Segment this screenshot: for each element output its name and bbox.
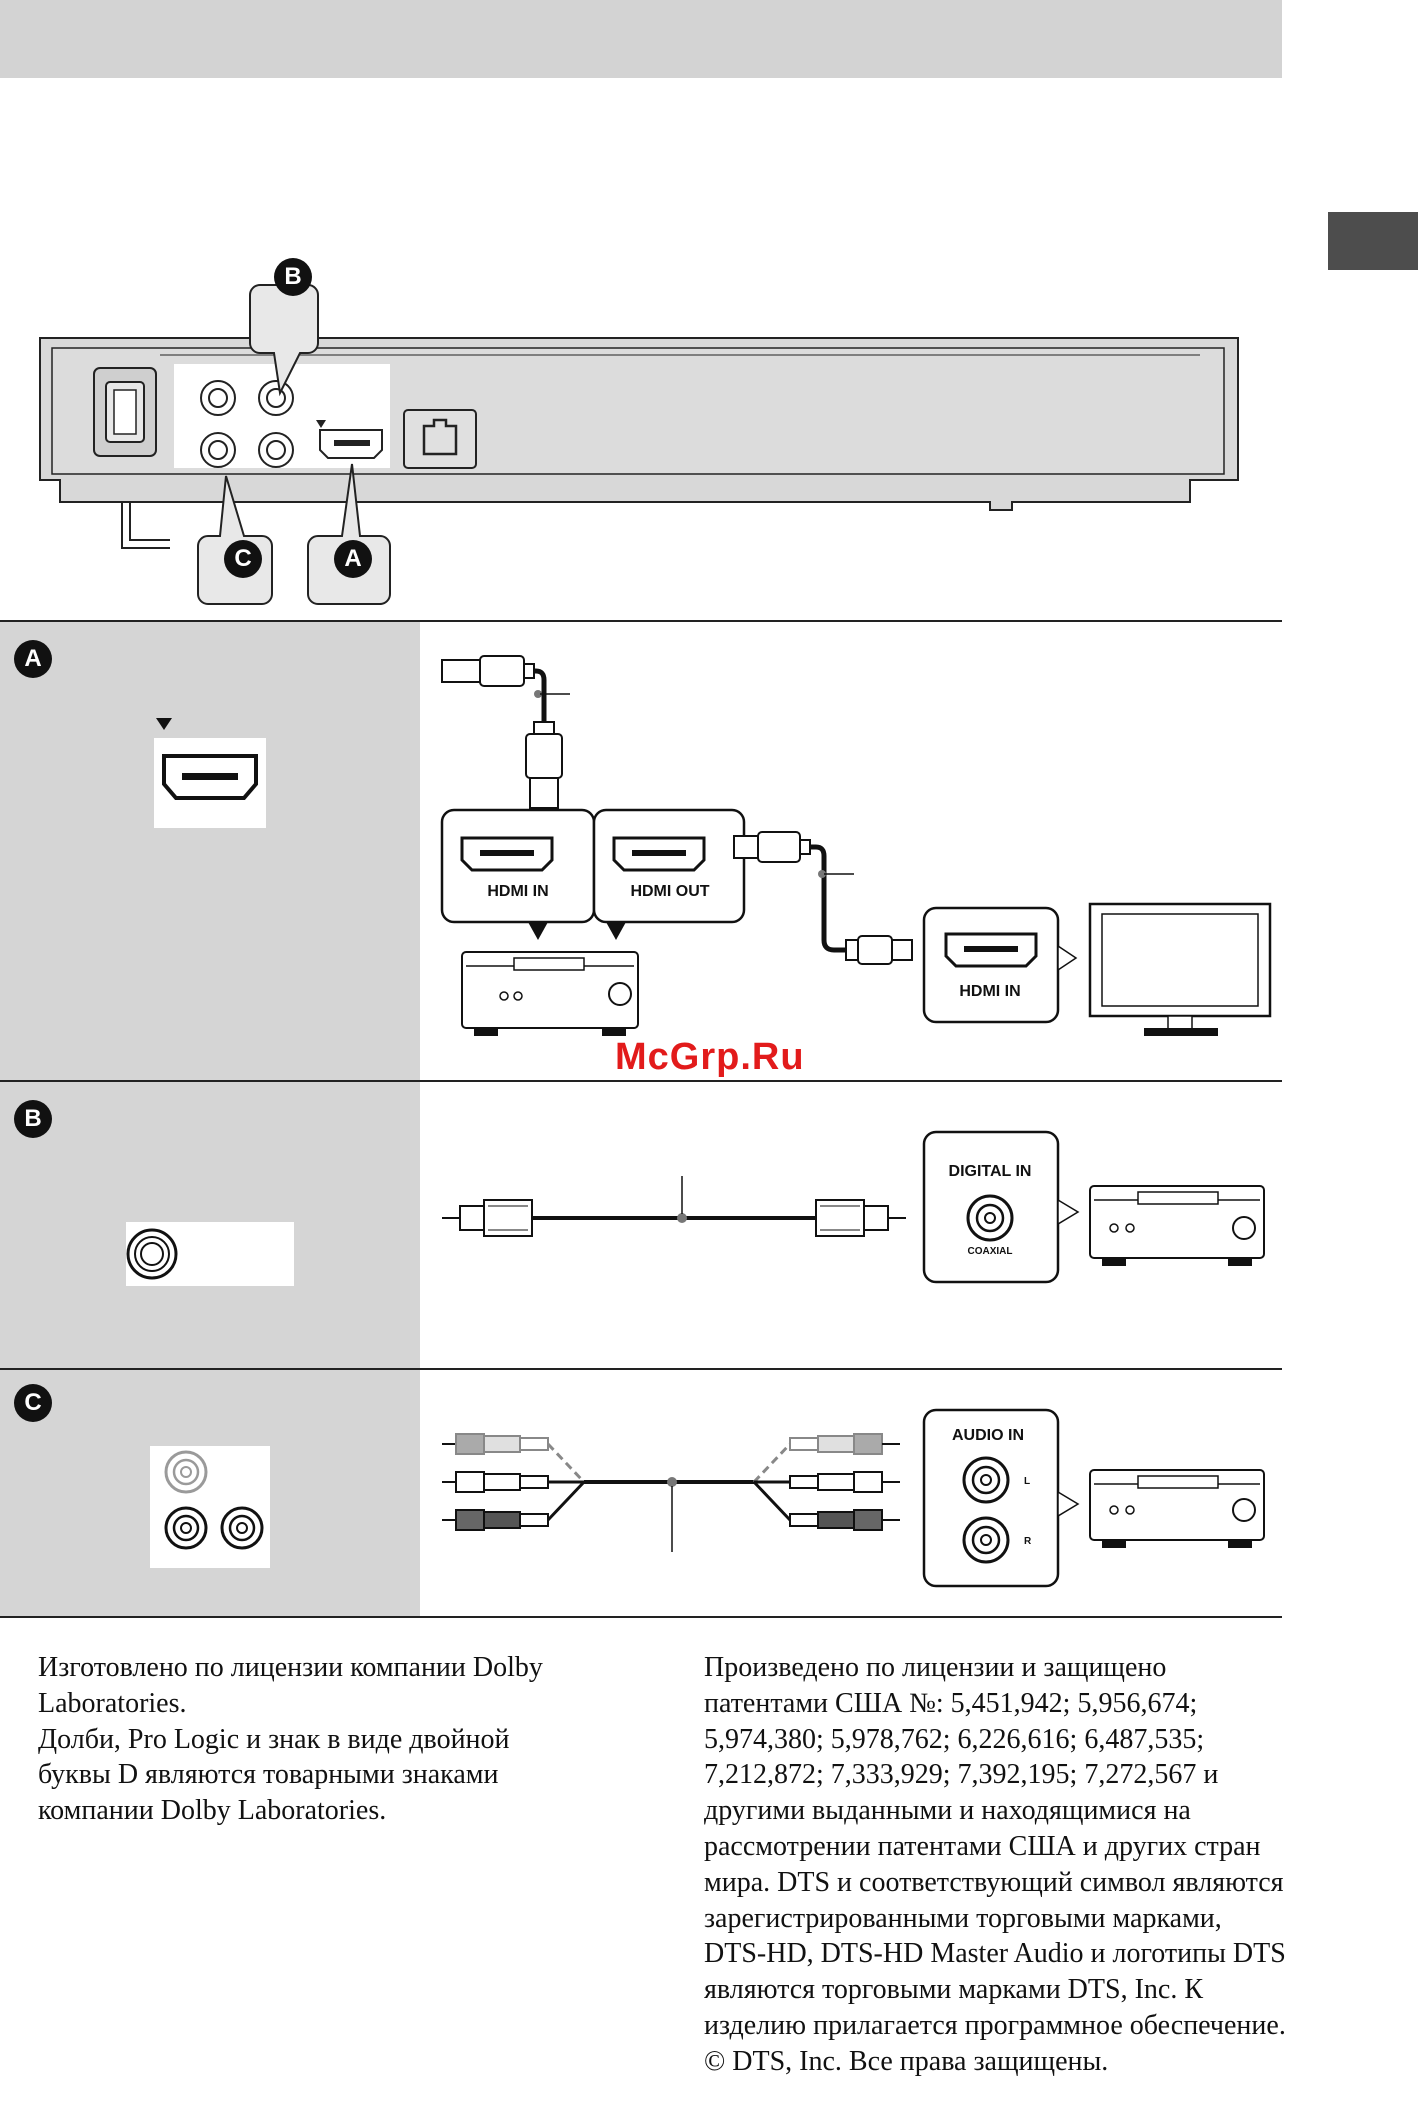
receiver-hdmi-in-label: HDMI IN xyxy=(487,883,548,900)
section-a-left: A xyxy=(0,622,420,1080)
divider-c-bottom xyxy=(0,1616,1282,1618)
callout-badge-c: C xyxy=(224,540,262,578)
section-b-left: B xyxy=(0,1082,420,1368)
dts-notice-text: Произведено по лицензии и защищено патен… xyxy=(704,1652,1286,2077)
dolby-notice-line-1: Изготовлено по лицензии компании Dolby L… xyxy=(38,1652,543,1719)
hdmi-connection-diagram: HDMI IN HDMI OUT HDMI IN xyxy=(440,655,1272,1036)
section-badge-c: C xyxy=(14,1384,52,1422)
audio-left-label: L xyxy=(1024,1476,1030,1487)
coaxial-jack-detail xyxy=(126,1222,294,1286)
tv-hdmi-in-label: HDMI IN xyxy=(959,983,1020,1000)
hdmi-port-detail xyxy=(154,718,266,828)
dolby-notice-line-2: Долби, Pro Logic и знак в виде двойной б… xyxy=(38,1723,510,1827)
section-tab xyxy=(1328,212,1418,270)
receiver-hdmi-out-label: HDMI OUT xyxy=(630,883,709,900)
audio-right-label: R xyxy=(1024,1536,1032,1547)
audio-in-label: AUDIO IN xyxy=(952,1427,1024,1444)
divider-c-top xyxy=(0,1368,1282,1370)
section-badge-a: A xyxy=(14,640,52,678)
callout-badge-b: B xyxy=(274,258,312,296)
divider-b-top xyxy=(0,1080,1282,1082)
coaxial-label: COAXIAL xyxy=(968,1246,1013,1257)
analog-audio-connection-diagram: AUDIO IN L R xyxy=(442,1408,1265,1588)
section-badge-b: B xyxy=(14,1100,52,1138)
dolby-notice: Изготовлено по лицензии компании Dolby L… xyxy=(38,1650,568,1829)
header-band xyxy=(0,0,1282,78)
section-c-left: C xyxy=(0,1370,420,1616)
divider-a-top xyxy=(0,620,1282,622)
player-rear-panel xyxy=(39,284,1239,605)
callout-badge-a: A xyxy=(334,540,372,578)
audio-jacks-detail xyxy=(150,1446,270,1568)
dts-notice: Произведено по лицензии и защищено патен… xyxy=(704,1650,1286,2080)
watermark: McGrp.Ru xyxy=(615,1036,805,1078)
digital-in-label: DIGITAL IN xyxy=(949,1163,1032,1180)
coaxial-connection-diagram: DIGITAL IN COAXIAL xyxy=(442,1130,1265,1284)
